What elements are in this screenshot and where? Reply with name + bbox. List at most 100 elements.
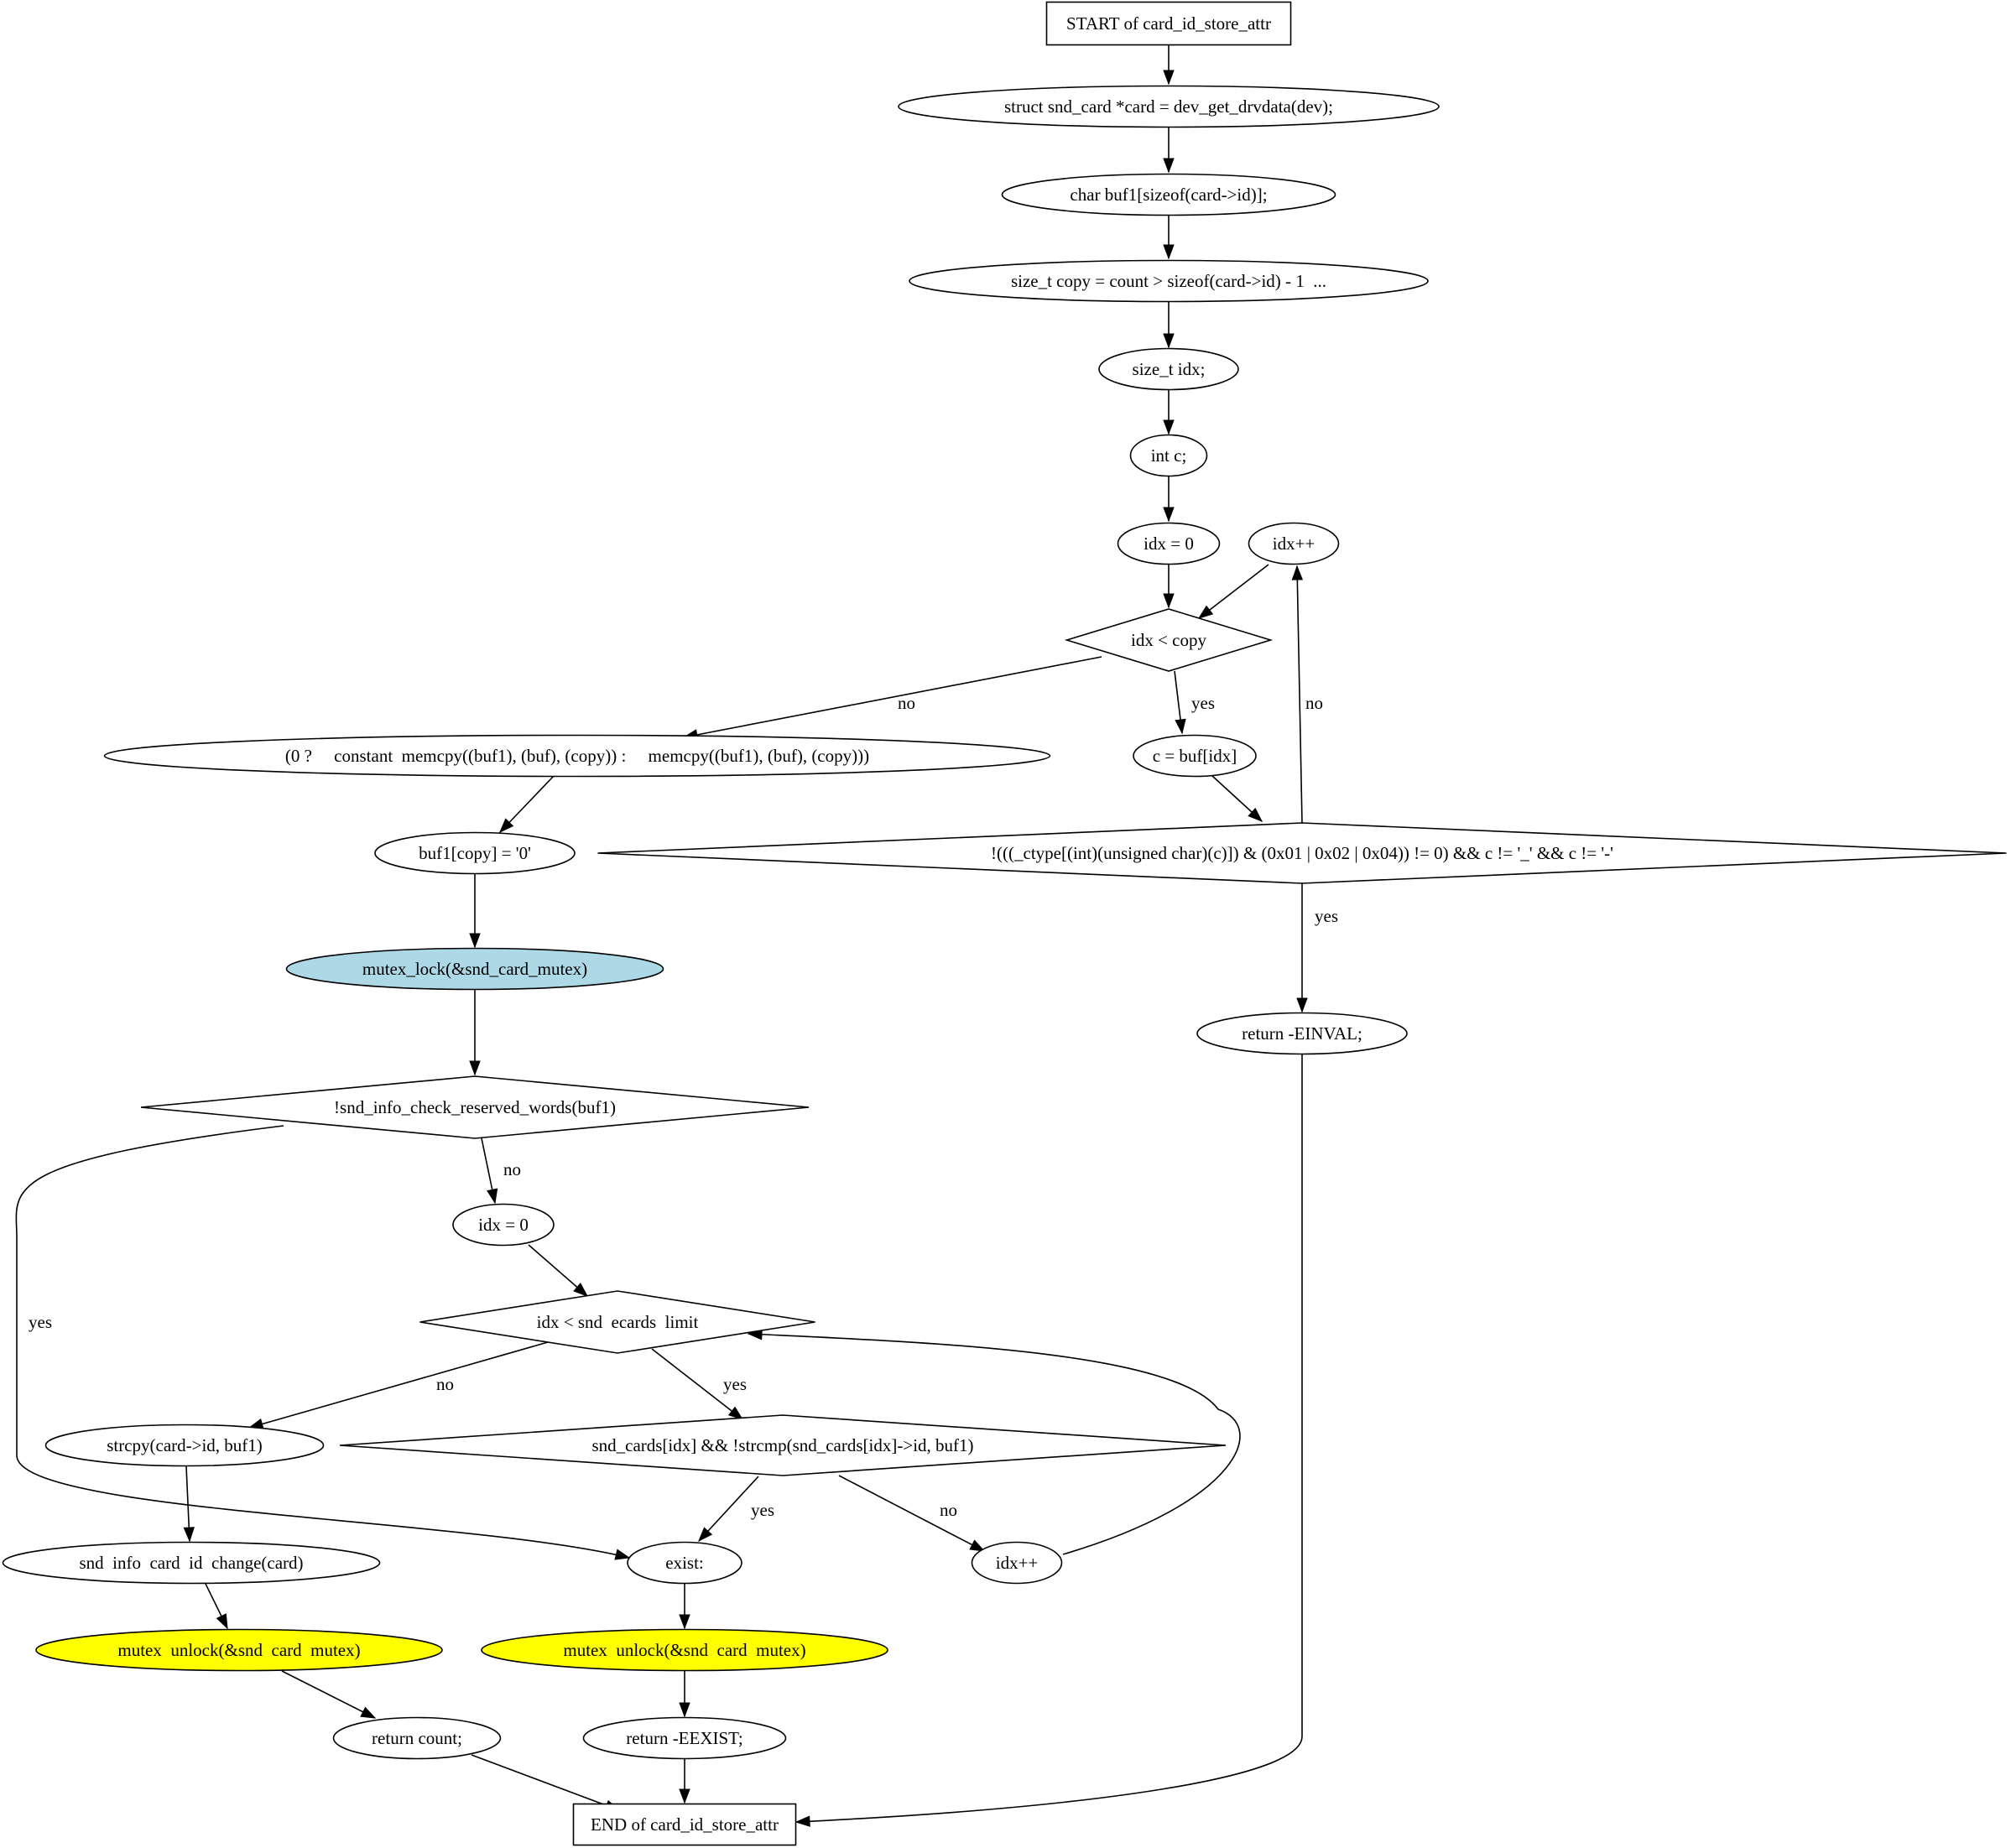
node-diamond [419, 1290, 815, 1354]
edge-n6-to-d1 [1163, 565, 1175, 609]
edge-line [651, 1348, 743, 1420]
edge-n3-to-n4 [1163, 302, 1175, 349]
node-diamond [339, 1414, 1227, 1476]
node-label: idx = 0 [1144, 534, 1194, 554]
arrowhead [1163, 158, 1175, 174]
node-ellipse [103, 734, 1051, 778]
edge-d5-to-n16: yes [698, 1476, 774, 1543]
node-n12: return -EINVAL; [1196, 1012, 1408, 1055]
node-ellipse [971, 1541, 1063, 1585]
edge-line [698, 1476, 759, 1542]
arrowhead [1163, 419, 1175, 435]
node-label: mutex unlock(&snd card mutex) [117, 1640, 360, 1660]
edge-n1-to-n2 [1163, 128, 1175, 174]
node-ellipse [285, 947, 664, 991]
node-ellipse [1098, 347, 1239, 391]
node-end: END of card_id_store_attr [572, 1803, 797, 1846]
node-ellipse [2, 1541, 381, 1585]
edge-line [281, 1670, 376, 1719]
arrowhead [1163, 507, 1175, 523]
node-d1: idx < copy [1064, 608, 1274, 672]
edge-label: yes [1191, 693, 1215, 713]
arrowhead [698, 1527, 713, 1543]
node-label: idx = 0 [478, 1215, 529, 1235]
edge-n9-to-d2 [1211, 775, 1263, 822]
node-d4: idx < snd ecards limit [419, 1290, 815, 1354]
arrowhead [1248, 807, 1263, 822]
node-label: snd_cards[idx] && !strcmp(snd_cards[idx]… [591, 1435, 973, 1455]
node-n10: buf1[copy] = '0' [374, 831, 576, 875]
node-label: (0 ? constant memcpy((buf1), (buf), (cop… [285, 746, 869, 766]
edge-n16-to-n19 [679, 1584, 690, 1630]
node-ellipse [1117, 522, 1221, 565]
node-box [572, 1803, 797, 1846]
node-label: char buf1[sizeof(card->id)]; [1070, 185, 1267, 205]
node-ellipse [909, 259, 1429, 303]
edge-n4-to-n5 [1163, 390, 1175, 435]
arrowhead [679, 1788, 690, 1804]
edge-d3-to-n16: yes [15, 1125, 631, 1560]
node-label: !(((_ctype[(int)(unsigned char)(c)]) & (… [991, 843, 1613, 863]
arrowhead [360, 1706, 377, 1719]
node-ellipse [1133, 734, 1257, 778]
node-n2: char buf1[sizeof(card->id)]; [1001, 173, 1336, 216]
node-d5: snd_cards[idx] && !strcmp(snd_cards[idx]… [339, 1414, 1227, 1476]
node-ellipse [1001, 173, 1336, 216]
edge-n2-to-n3 [1163, 216, 1175, 260]
arrowhead [1291, 565, 1304, 580]
edge-d5-to-n17: no [838, 1475, 986, 1552]
node-label: idx < copy [1131, 630, 1206, 650]
node-label: size_t idx; [1133, 359, 1206, 379]
arrowhead [487, 1188, 498, 1205]
node-n21: return -EEXIST; [582, 1716, 787, 1760]
node-diamond [597, 822, 2007, 884]
edge-d2-to-n12: yes [1296, 883, 1338, 1013]
arrowhead [727, 1406, 744, 1420]
node-label: struct snd_card *card = dev_get_drvdata(… [1004, 96, 1333, 117]
node-n13: idx = 0 [452, 1203, 555, 1247]
node-label: size_t copy = count > sizeof(card->id) -… [1011, 271, 1326, 291]
arrowhead [216, 1613, 228, 1630]
edge-start-to-n1 [1163, 45, 1175, 86]
node-n9: c = buf[idx] [1133, 734, 1257, 778]
node-label: return -EINVAL; [1242, 1023, 1362, 1044]
edge-line [248, 1341, 549, 1429]
node-ellipse [44, 1424, 325, 1467]
edge-label: no [898, 693, 915, 713]
arrowhead [573, 1283, 589, 1297]
node-label: int c; [1151, 445, 1187, 466]
node-ellipse [1248, 522, 1340, 565]
arrowhead [1175, 718, 1186, 735]
node-n20: return count; [332, 1716, 502, 1760]
edge-n12-to-end [795, 1054, 1303, 1827]
edge-label: no [503, 1159, 521, 1179]
node-n16: exist: [627, 1541, 742, 1585]
edge-label: no [940, 1500, 957, 1520]
edge-d4-to-n14: no [247, 1341, 549, 1429]
node-ellipse [627, 1541, 742, 1585]
node-label: return -EEXIST; [626, 1728, 742, 1748]
arrowhead [1163, 333, 1175, 349]
edge-line [795, 1054, 1303, 1823]
node-n8: (0 ? constant memcpy((buf1), (buf), (cop… [103, 734, 1051, 778]
node-start: START of card_id_store_attr [1045, 1, 1292, 46]
edge-n20-to-end [471, 1754, 621, 1811]
node-n7: idx++ [1248, 522, 1340, 565]
arrowhead [1197, 605, 1214, 619]
node-n17: idx++ [971, 1541, 1063, 1585]
node-n3: size_t copy = count > sizeof(card->id) -… [909, 259, 1429, 303]
node-n18: mutex unlock(&snd card mutex) [35, 1628, 443, 1672]
edge-n15-to-n18 [205, 1583, 228, 1630]
node-n4: size_t idx; [1098, 347, 1239, 391]
edge-label: no [1305, 693, 1323, 713]
node-label: idx++ [996, 1553, 1039, 1573]
edge-d2-to-n7: no [1291, 565, 1323, 824]
arrowhead [1163, 593, 1175, 609]
edge-line [748, 1333, 1241, 1555]
arrowhead [469, 933, 481, 949]
edge-n11-to-d3 [469, 990, 481, 1076]
arrowhead [499, 818, 514, 834]
